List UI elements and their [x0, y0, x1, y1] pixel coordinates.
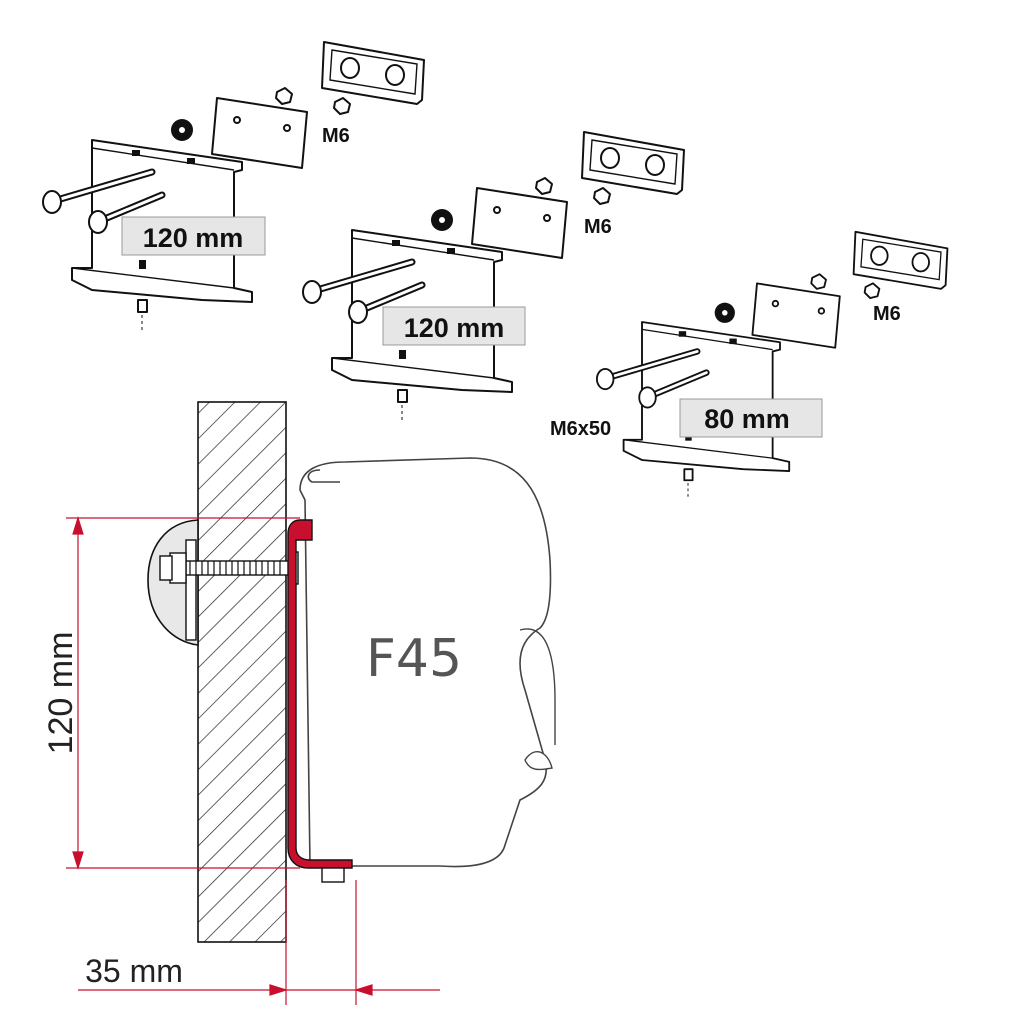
bracket-kit-2: [303, 132, 684, 420]
awning-model-label: F45: [366, 629, 462, 689]
nut-label-2: M6: [584, 216, 612, 238]
size-label-3: 80 mm: [704, 404, 790, 434]
size-label-2: 120 mm: [404, 313, 505, 343]
size-label-box-1: 120 mm: [121, 216, 266, 256]
size-label-1: 120 mm: [143, 223, 244, 253]
depth-dimension: [78, 880, 440, 1005]
depth-label: 35 mm: [85, 953, 183, 989]
bolt-label: M6x50: [550, 418, 611, 440]
nut-label-1: M6: [322, 125, 350, 147]
awning-profile: F45: [299, 457, 556, 868]
wall-section: [197, 401, 287, 943]
size-label-box-2: 120 mm: [382, 306, 526, 346]
nut-label-3: M6: [873, 303, 901, 325]
height-label: 120 mm: [42, 632, 80, 755]
bracket-kit-3: [597, 232, 948, 497]
size-label-box-3: 80 mm: [679, 398, 823, 438]
height-dimension: [66, 515, 300, 871]
adapter-bracket: [287, 519, 353, 883]
